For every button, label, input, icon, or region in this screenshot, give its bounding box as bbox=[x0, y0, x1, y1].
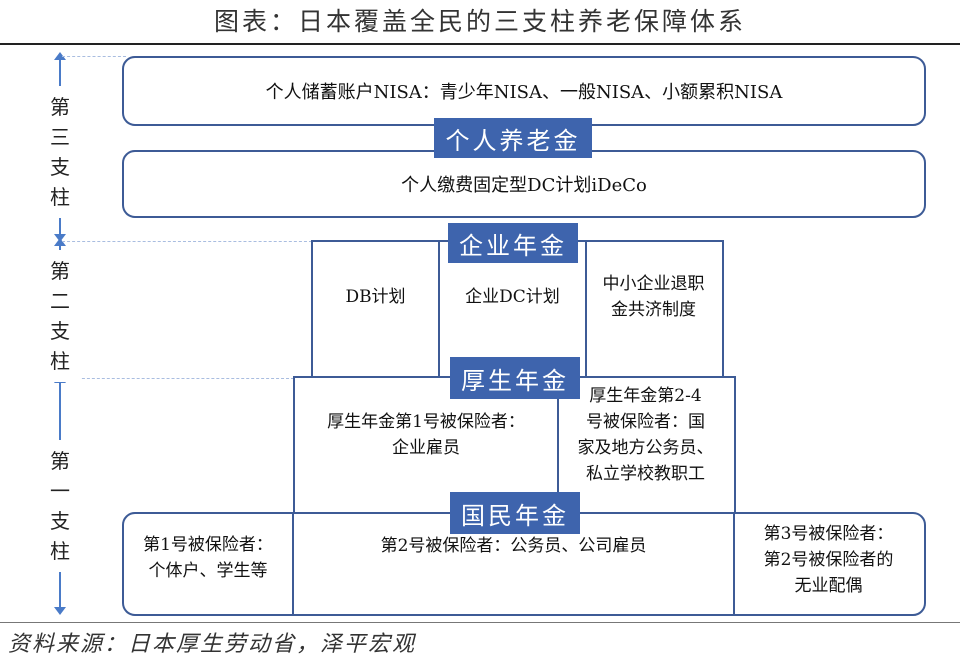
axis-arrow-bottom bbox=[54, 607, 66, 615]
db-plan: DB计划 bbox=[345, 287, 406, 307]
dashed-top bbox=[62, 56, 126, 57]
dashed-separator-2 bbox=[62, 378, 294, 379]
corporate-divider-2 bbox=[585, 240, 587, 397]
corporate-dc-plan: 企业DC计划 bbox=[465, 287, 560, 307]
source-rule bbox=[0, 622, 960, 623]
corporate-pension-band: 企业年金 bbox=[448, 223, 578, 263]
dashed-separator-1 bbox=[62, 241, 312, 242]
pillar-label-second: 第二支柱 bbox=[40, 250, 80, 382]
nisa-box: 个人储蓄账户NISA：青少年NISA、一般NISA、小额累积NISA bbox=[122, 56, 926, 126]
employees-type1: 厚生年金第1号被保险者：企业雇员 bbox=[327, 412, 525, 458]
source-note: 资料来源：日本厚生劳动省，泽平宏观 bbox=[8, 632, 417, 657]
title-rule bbox=[0, 43, 960, 45]
national-type3: 第3号被保险者：第2号被保险者的无业配偶 bbox=[763, 524, 894, 596]
ideco-box: 个人缴费固定型DC计划iDeCo bbox=[122, 150, 926, 218]
employees-divider bbox=[557, 376, 559, 512]
national-pension-band: 国民年金 bbox=[450, 492, 580, 534]
national-divider-1 bbox=[292, 512, 294, 614]
national-type2: 第2号被保险者：公务员、公司雇员 bbox=[380, 536, 647, 556]
personal-pension-band: 个人养老金 bbox=[434, 118, 592, 158]
pillar-label-first: 第一支柱 bbox=[40, 440, 80, 572]
employees-pension-band: 厚生年金 bbox=[450, 357, 580, 399]
axis-arrow-sep1-up bbox=[54, 238, 66, 246]
pillar-label-third: 第三支柱 bbox=[40, 86, 80, 218]
nisa-text: 个人储蓄账户NISA：青少年NISA、一般NISA、小额累积NISA bbox=[265, 82, 783, 103]
ideco-text: 个人缴费固定型DC计划iDeCo bbox=[401, 175, 647, 196]
page-title: 图表：日本覆盖全民的三支柱养老保障体系 bbox=[213, 7, 746, 36]
sme-retirement-plan: 中小企业退职金共济制度 bbox=[602, 274, 705, 320]
national-type1: 第1号被保险者：个体户、学生等 bbox=[143, 535, 273, 581]
corporate-divider-1 bbox=[438, 240, 440, 397]
axis-arrow-top bbox=[54, 52, 66, 60]
national-divider-2 bbox=[733, 512, 735, 614]
